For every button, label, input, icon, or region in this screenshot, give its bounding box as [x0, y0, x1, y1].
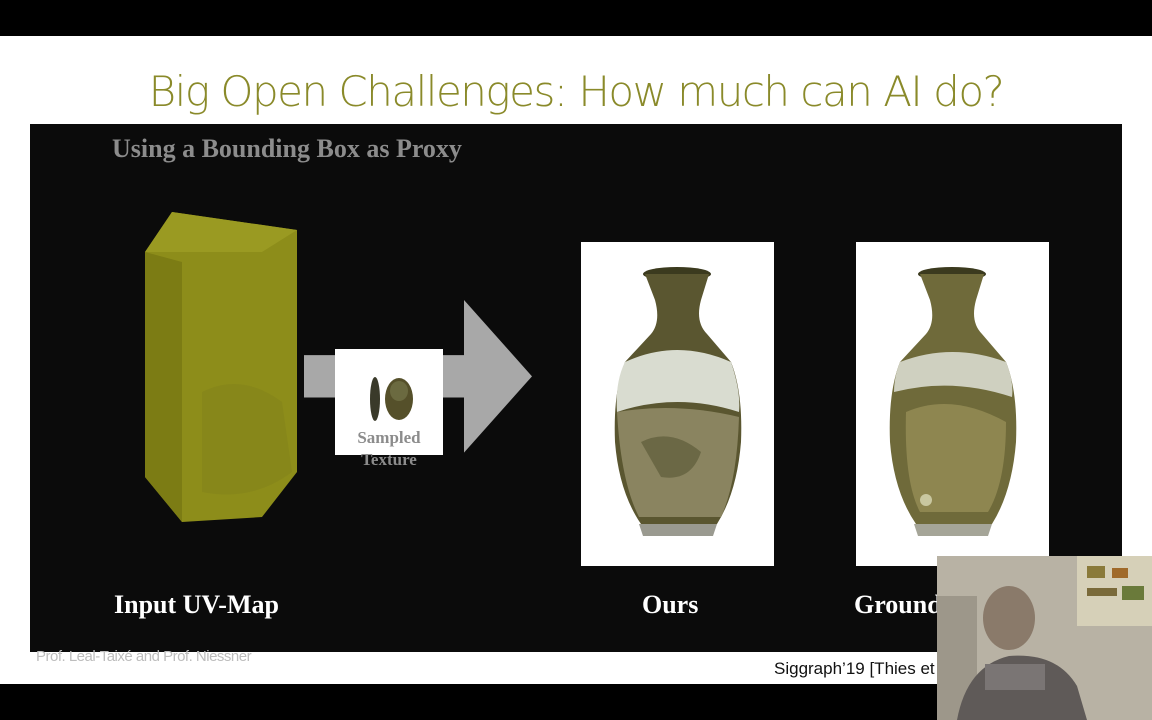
ground-truth-vase-image [856, 242, 1049, 566]
sampled-texture-image [335, 349, 443, 455]
ours-vase-image [581, 242, 774, 566]
slide: Big Open Challenges: How much can AI do?… [0, 36, 1152, 684]
slide-title: Big Open Challenges: How much can AI do? [148, 67, 1005, 116]
texture-caption-line1: Sampled [357, 428, 421, 447]
ours-label: Ours [642, 590, 699, 619]
texture-caption: Sampled Texture [328, 427, 450, 471]
uv-map-box-image [145, 212, 297, 522]
input-uv-map-label: Input UV-Map [114, 590, 279, 619]
panel-heading: Using a Bounding Box as Proxy [112, 134, 462, 163]
texture-caption-line2: Texture [361, 450, 417, 469]
footer-citation: Siggraph’19 [Thies et al.] [774, 659, 963, 678]
footer-authors: Prof. Leal-Taixé and Prof. Niessner [36, 648, 252, 665]
presenter-webcam [937, 556, 1152, 720]
